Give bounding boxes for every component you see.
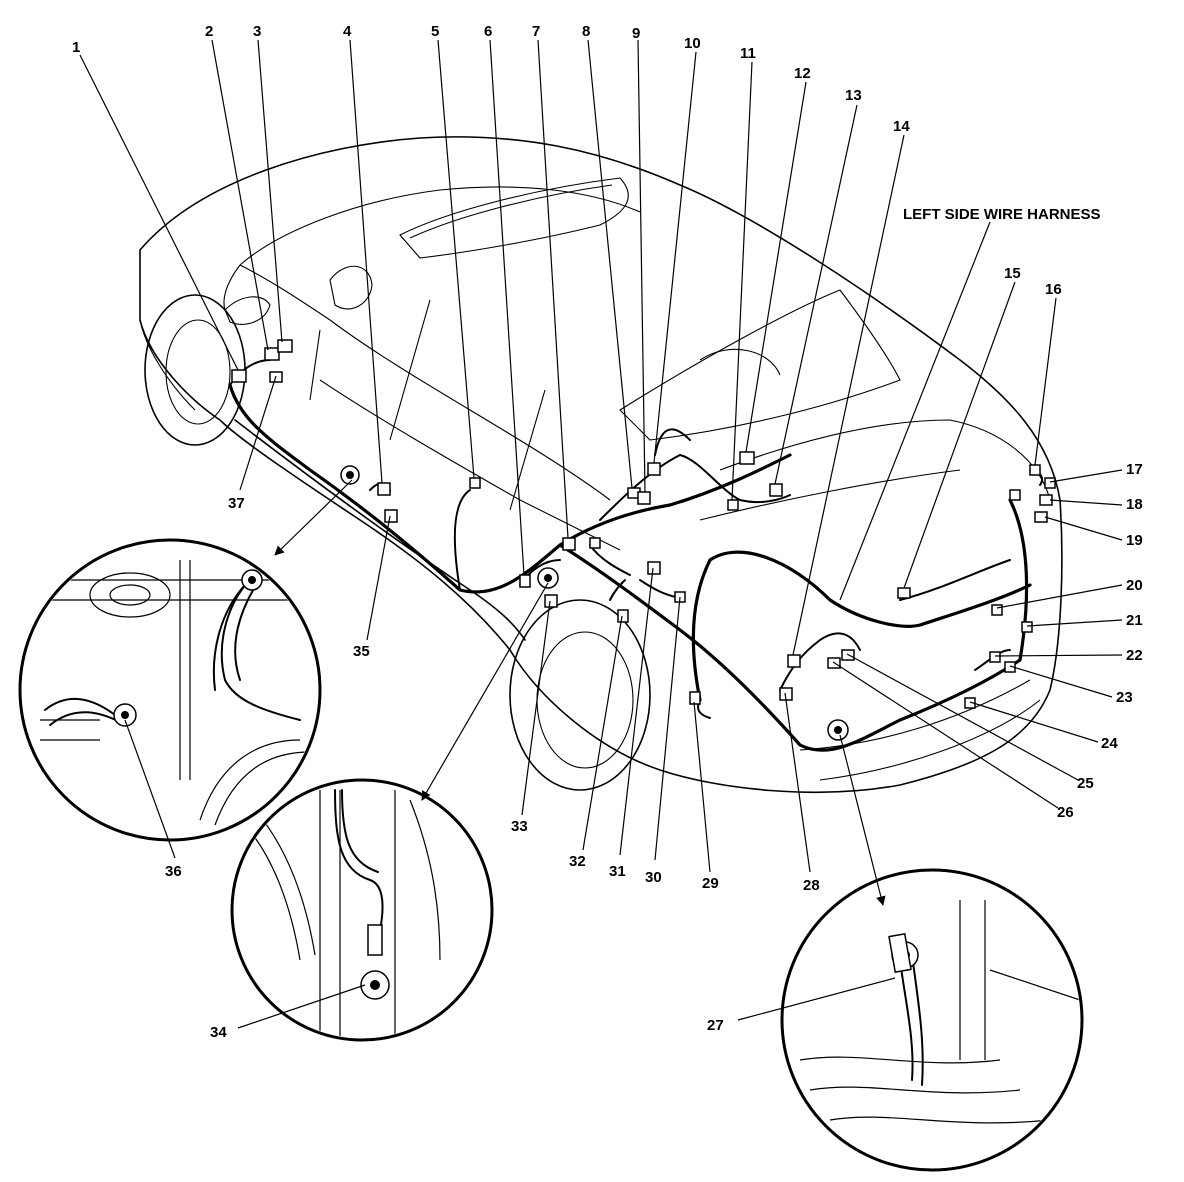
car-body — [139, 136, 1063, 793]
callout-6: 6 — [484, 23, 492, 40]
callout-37: 37 — [228, 495, 245, 512]
callout-17: 17 — [1126, 461, 1143, 478]
callout-16: 16 — [1045, 281, 1062, 298]
callout-10: 10 — [684, 35, 701, 52]
detail-view-36 — [18, 538, 322, 842]
callout-26: 26 — [1057, 804, 1074, 821]
callout-22: 22 — [1126, 647, 1143, 664]
callout-24: 24 — [1101, 735, 1118, 752]
wire-harness — [228, 359, 1043, 752]
callout-20: 20 — [1126, 577, 1143, 594]
callout-7: 7 — [532, 23, 540, 40]
callout-34: 34 — [210, 1024, 227, 1041]
callout-11: 11 — [740, 45, 756, 62]
callout-21: 21 — [1126, 612, 1143, 629]
detail-view-27 — [780, 868, 1084, 1172]
leader-lines — [79, 39, 1123, 873]
left-side-wire-harness-label: LEFT SIDE WIRE HARNESS — [903, 206, 1101, 223]
detail-arrows — [124, 479, 896, 1029]
detail-view-34 — [230, 778, 494, 1042]
callout-4: 4 — [343, 23, 352, 40]
callout-30: 30 — [645, 869, 662, 886]
callout-13: 13 — [845, 87, 862, 104]
callout-2: 2 — [205, 23, 213, 40]
callout-1: 1 — [72, 39, 80, 56]
callout-15: 15 — [1004, 265, 1021, 282]
callout-25: 25 — [1077, 775, 1094, 792]
callout-12: 12 — [794, 65, 811, 82]
callout-36: 36 — [165, 863, 182, 880]
callout-14: 14 — [893, 118, 910, 135]
callout-18: 18 — [1126, 496, 1143, 513]
callout-3: 3 — [253, 23, 261, 40]
callout-35: 35 — [353, 643, 370, 660]
callout-5: 5 — [431, 23, 439, 40]
callout-19: 19 — [1126, 532, 1143, 549]
callout-31: 31 — [609, 863, 626, 880]
callout-29: 29 — [702, 875, 719, 892]
callout-33: 33 — [511, 818, 528, 835]
callout-32: 32 — [569, 853, 586, 870]
callout-27: 27 — [707, 1017, 724, 1034]
callout-28: 28 — [803, 877, 820, 894]
callout-labels: 1 2 3 4 5 6 7 8 9 10 11 12 13 14 LEFT SI… — [72, 23, 1143, 1041]
callout-23: 23 — [1116, 689, 1133, 706]
callout-9: 9 — [632, 25, 640, 42]
callout-8: 8 — [582, 23, 590, 40]
